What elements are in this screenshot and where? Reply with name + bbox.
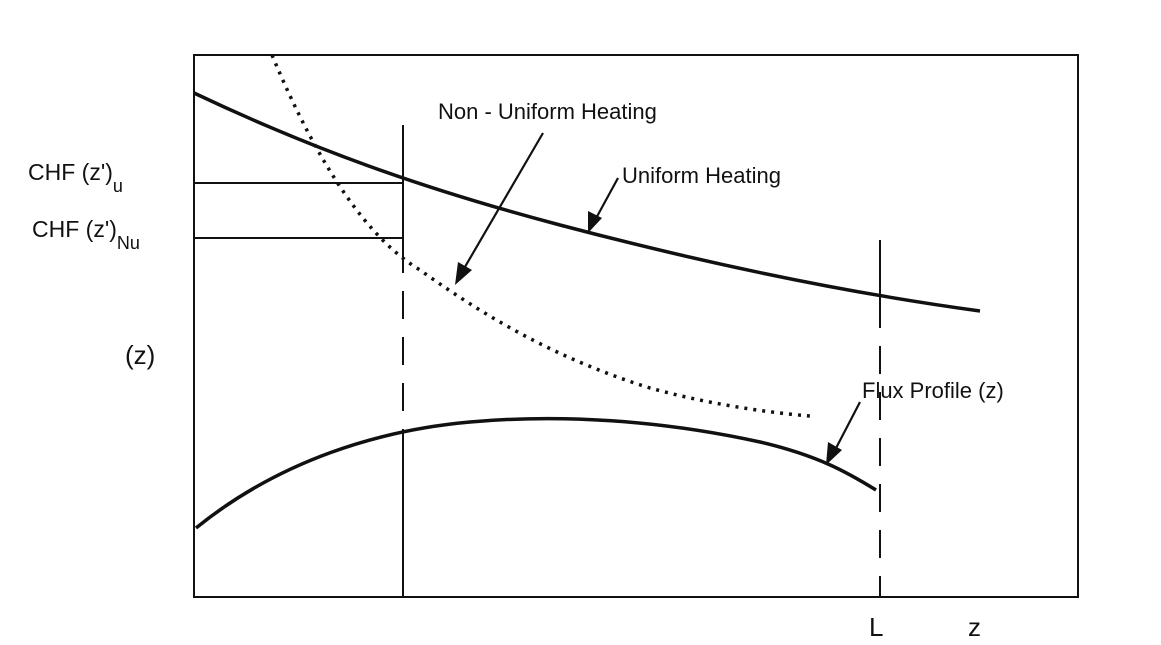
L-label: L <box>869 612 883 642</box>
y-axis-label: (z) <box>125 340 155 370</box>
arrow-flux-profile <box>826 401 861 465</box>
z-label: z <box>968 612 981 642</box>
chf-nu-label: CHF (z')Nu <box>32 216 140 253</box>
uniform-heating-curve <box>193 91 981 313</box>
arrow-non-uniform <box>455 132 544 285</box>
uniform-heating-label: Uniform Heating <box>622 163 781 188</box>
non-uniform-heating-curve <box>270 54 811 418</box>
arrow-uniform <box>588 177 619 233</box>
flux-profile-label: Flux Profile (z) <box>862 378 1004 403</box>
plot-frame <box>193 54 1079 598</box>
flux-profile-curve <box>194 416 877 530</box>
chf-u-label: CHF (z')u <box>28 159 123 196</box>
non-uniform-heating-label: Non - Uniform Heating <box>438 99 657 124</box>
